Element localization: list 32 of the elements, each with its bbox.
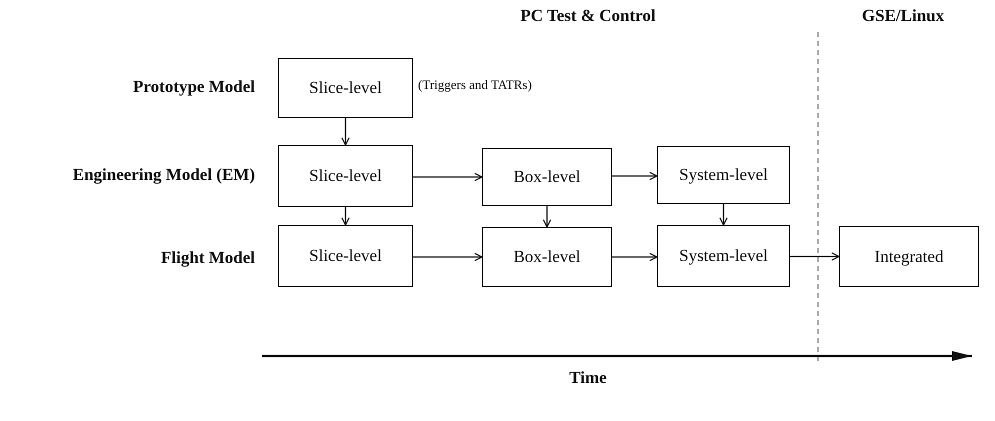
process-box xyxy=(482,227,612,287)
box-label: System-level xyxy=(679,165,768,185)
box-label: Slice-level xyxy=(309,78,382,98)
row-label: Prototype Model xyxy=(133,77,255,97)
process-box xyxy=(657,146,790,204)
arrow xyxy=(612,172,658,180)
process-box xyxy=(278,225,413,287)
arrow xyxy=(542,206,552,228)
box-label: System-level xyxy=(679,246,768,266)
annotation: (Triggers and TATRs) xyxy=(418,77,532,93)
process-box xyxy=(657,225,790,287)
box-label: Box-level xyxy=(513,167,581,187)
column-heading: GSE/Linux xyxy=(862,6,944,26)
arrow xyxy=(341,118,350,146)
process-box xyxy=(278,145,413,207)
arrow xyxy=(341,207,350,226)
arrow xyxy=(719,204,728,226)
box-label: Slice-level xyxy=(309,246,382,266)
arrow xyxy=(612,252,658,262)
row-label: Flight Model xyxy=(161,248,255,268)
box-label: Integrated xyxy=(874,246,944,266)
column-heading: PC Test & Control xyxy=(520,6,656,26)
arrow xyxy=(413,252,483,262)
row-label: Engineering Model (EM) xyxy=(72,165,255,185)
arrow xyxy=(790,252,840,261)
process-box xyxy=(839,226,979,287)
arrow xyxy=(413,172,483,182)
process-box xyxy=(482,148,612,206)
process-box xyxy=(278,58,413,118)
box-label: Box-level xyxy=(513,247,581,267)
axis-label: Time xyxy=(569,368,607,388)
box-label: Slice-level xyxy=(309,166,382,186)
